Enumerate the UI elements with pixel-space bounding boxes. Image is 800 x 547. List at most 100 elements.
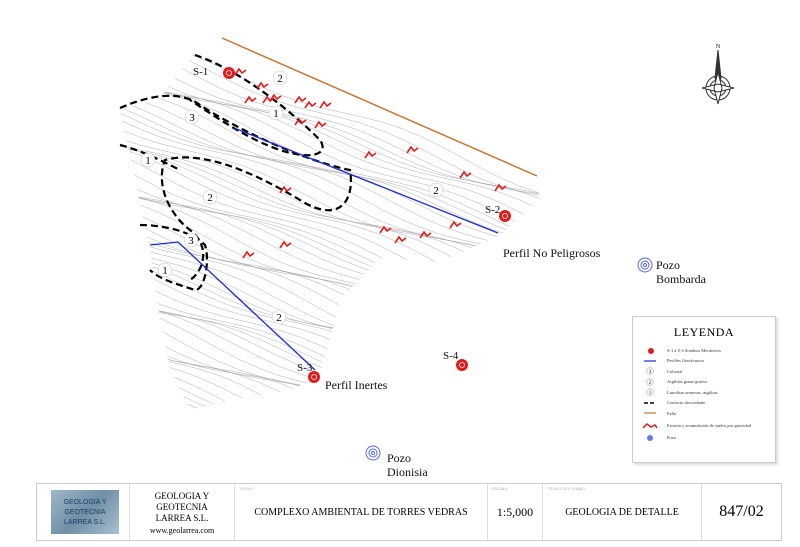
well-bombarda-icon	[637, 257, 653, 273]
contour-line	[100, 411, 560, 412]
contour-line	[120, 349, 540, 410]
contour-line	[120, 409, 540, 410]
profile-label: Perfil No Peligrosos	[503, 246, 601, 260]
erosion-mark	[406, 145, 419, 154]
plan-title-caption: TITULO DEL PLANO	[547, 486, 585, 491]
unit-label-3: 3	[183, 232, 199, 248]
well-dionisia-icon	[365, 445, 381, 461]
plan-number: 847/02	[719, 503, 764, 520]
erosion-mark	[394, 235, 407, 244]
profile-lines	[149, 127, 499, 371]
legend-title: LEYENDA	[673, 325, 735, 339]
company-website: www.geolarrea.com	[149, 526, 215, 535]
legend-item-profile: Perfiles Geotécnicos	[633, 356, 775, 367]
legend-item-unit1: 1 Limolitas arenosas, argilitas	[633, 387, 775, 398]
title-caption: TITULO	[239, 486, 254, 491]
erosion-mark	[364, 150, 377, 159]
contour-line	[120, 145, 540, 310]
erosion-mark	[379, 225, 392, 234]
well-sub: Bombarda	[656, 272, 706, 286]
unit-3-icon: 3	[641, 367, 659, 375]
contour-line	[120, 38, 540, 199]
contour-line	[120, 88, 540, 247]
compass-rose-icon: N	[701, 44, 735, 105]
company-cell: GEOLOGIA Y GEOTECNIA LARREA S.L. www.geo…	[130, 484, 235, 540]
erosion-mark	[234, 67, 247, 76]
legend-label: Perfiles Geotécnicos	[667, 358, 705, 364]
unit-2-icon: 2	[641, 378, 659, 386]
legend-label: Erosión y acumulación de suelos por grav…	[667, 423, 751, 428]
legend-label: Limolitas arenosas, argilitas	[667, 389, 718, 395]
svg-text:1: 1	[273, 108, 279, 120]
contour-line	[120, 72, 540, 234]
contour-line	[120, 404, 540, 410]
erosion-mark	[279, 240, 292, 249]
title-cell: TITULO COMPLEXO AMBIENTAL DE TORRES VEDR…	[235, 484, 488, 540]
erosion-mark	[269, 93, 282, 102]
legend-item-borehole: S-1 à S-4 Sondeos Mecánicos	[633, 345, 775, 356]
project-title: COMPLEXO AMBIENTAL DE TORRES VEDRAS	[254, 506, 468, 518]
erosion-mark	[419, 230, 432, 239]
unit-label-1: 1	[140, 152, 156, 168]
contour-line	[120, 356, 540, 410]
wells	[365, 257, 653, 461]
legend-label: Pozo	[667, 435, 676, 441]
contour-line	[120, 76, 540, 243]
contact-line-icon	[641, 401, 659, 405]
erosion-mark	[242, 250, 255, 259]
legend-label: S-1 à S-4 Sondeos Mecánicos	[667, 347, 721, 353]
unit-label-2: 2	[428, 182, 444, 198]
svg-text:3: 3	[189, 112, 195, 124]
erosion-mark	[319, 100, 332, 109]
legend-item-unit3: 3 Coluvial	[633, 366, 775, 377]
topographic-contours	[100, 38, 560, 412]
unit-label-2: 2	[271, 309, 287, 325]
scale-cell: ESCALA 1:5,000	[488, 484, 543, 540]
well-sub: Dionisia	[387, 465, 428, 479]
contour-line	[120, 236, 540, 398]
erosion-mark	[294, 117, 307, 126]
contour-line	[120, 94, 540, 253]
contour-line	[120, 143, 540, 309]
erosion-mark	[294, 95, 307, 104]
borehole-icon	[456, 359, 468, 371]
legend-item-well: Pozo	[633, 433, 775, 444]
erosion-mark	[449, 220, 462, 229]
svg-text:2: 2	[276, 312, 282, 324]
legend-item-contact: Contacto discordante	[633, 398, 775, 409]
erosion-mark	[256, 81, 269, 90]
erosion-mark	[304, 100, 317, 109]
well-name: Pozo	[656, 258, 680, 272]
contour-line	[120, 299, 540, 410]
borehole-icon	[223, 67, 235, 79]
erosion-icon	[641, 422, 659, 430]
borehole-icon	[641, 346, 659, 355]
svg-text:1: 1	[145, 155, 151, 167]
contour-line	[120, 304, 540, 410]
borehole-icon	[308, 371, 320, 383]
unit-label-1: 1	[157, 262, 173, 278]
well-icon	[641, 434, 659, 442]
well-name: Pozo	[387, 451, 411, 465]
unit-number: 1	[649, 391, 652, 396]
contour-line	[120, 169, 540, 326]
erosion-mark	[494, 183, 507, 192]
erosion-mark	[314, 120, 327, 129]
contour-line	[120, 142, 540, 309]
unit-number: 2	[649, 381, 652, 386]
contour-line	[120, 343, 540, 410]
boreholes	[223, 67, 511, 383]
scale-caption: ESCALA	[492, 486, 508, 491]
fault-line	[221, 37, 538, 177]
erosion-mark	[262, 95, 275, 104]
contour-line	[120, 338, 540, 410]
legend-label: Coluvial	[667, 368, 683, 374]
contour-line	[120, 299, 540, 410]
contour-line	[120, 51, 540, 208]
